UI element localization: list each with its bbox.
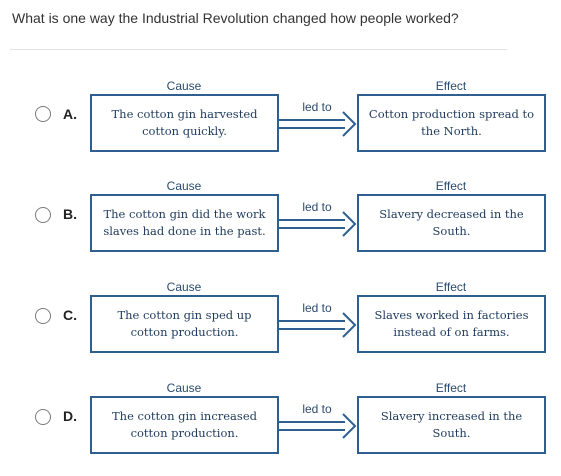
effect-box: Slavery increased in the South. xyxy=(357,396,546,454)
cause-header: Cause xyxy=(166,280,202,294)
led-to-label: led to xyxy=(302,301,332,315)
cause-header: Cause xyxy=(166,179,202,193)
double-arrow-icon xyxy=(279,413,357,439)
effect-header: Effect xyxy=(435,381,467,395)
answer-option-c[interactable]: C. Cause Effect The cotton gin sped up c… xyxy=(0,277,561,375)
effect-box: Slavery decreased in the South. xyxy=(357,194,546,252)
radio-button-icon[interactable] xyxy=(35,207,51,223)
answer-option-b[interactable]: B. Cause Effect The cotton gin did the w… xyxy=(0,176,561,274)
effect-header: Effect xyxy=(435,79,467,93)
option-letter: A. xyxy=(63,106,77,122)
double-arrow-icon xyxy=(279,111,357,137)
answer-option-d[interactable]: D. Cause Effect The cotton gin increased… xyxy=(0,378,561,476)
cause-header: Cause xyxy=(166,79,202,93)
effect-header: Effect xyxy=(435,280,467,294)
option-letter: D. xyxy=(63,408,77,424)
option-letter: B. xyxy=(63,206,77,222)
option-letter: C. xyxy=(63,307,77,323)
cause-box: The cotton gin harvested cotton quickly. xyxy=(90,94,279,152)
led-to-label: led to xyxy=(302,200,332,214)
cause-header: Cause xyxy=(166,381,202,395)
effect-header: Effect xyxy=(435,179,467,193)
cause-box: The cotton gin increased cotton producti… xyxy=(90,396,279,454)
double-arrow-icon xyxy=(279,312,357,338)
question-text: What is one way the Industrial Revolutio… xyxy=(12,10,459,26)
divider xyxy=(10,49,507,50)
double-arrow-icon xyxy=(279,211,357,237)
cause-box: The cotton gin did the work slaves had d… xyxy=(90,194,279,252)
led-to-label: led to xyxy=(302,100,332,114)
cause-box: The cotton gin sped up cotton production… xyxy=(90,295,279,353)
led-to-label: led to xyxy=(302,402,332,416)
radio-button-icon[interactable] xyxy=(35,106,51,122)
answer-option-a[interactable]: A. Cause Effect The cotton gin harvested… xyxy=(0,76,561,174)
radio-button-icon[interactable] xyxy=(35,409,51,425)
radio-button-icon[interactable] xyxy=(35,308,51,324)
effect-box: Slaves worked in factories instead of on… xyxy=(357,295,546,353)
effect-box: Cotton production spread to the North. xyxy=(357,94,546,152)
